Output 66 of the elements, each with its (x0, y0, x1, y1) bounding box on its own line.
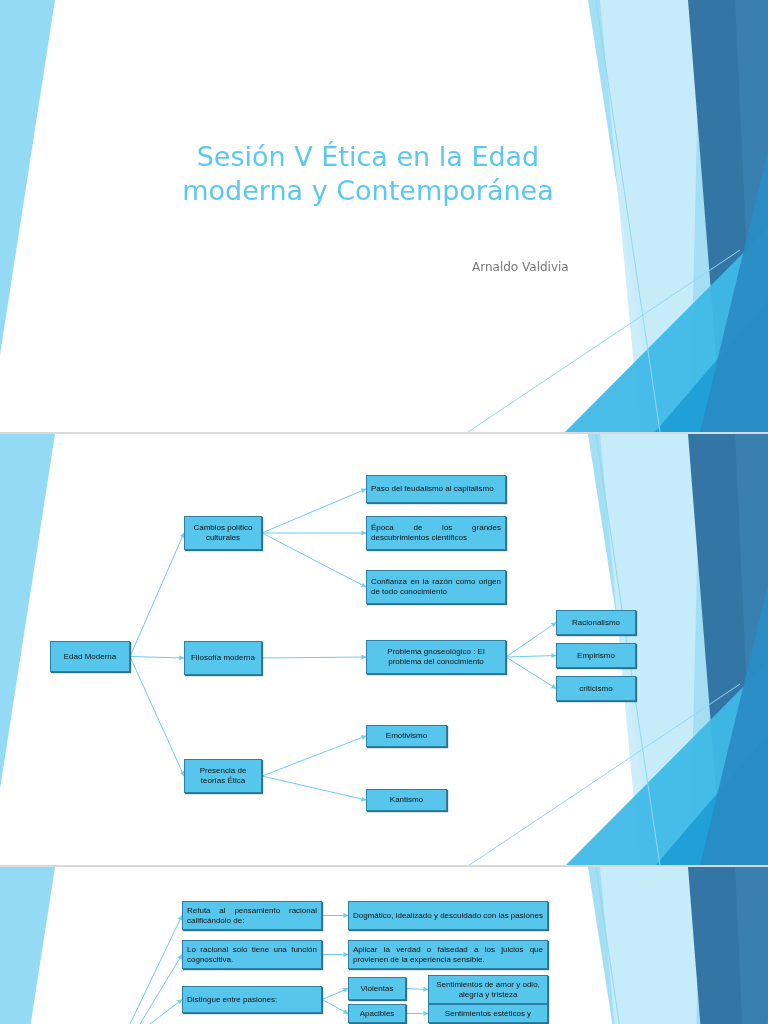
box-label: Aplicar la verdad o falsedad a los juicios que provienen de la experiencia sensible. (353, 944, 543, 965)
box-label: Paso del feudalismo al capitalismo (371, 484, 495, 494)
arrow (321, 952, 349, 957)
box-label: Emotivismo (385, 731, 428, 741)
arrow (261, 775, 367, 802)
arrow (129, 915, 183, 1024)
arrow (261, 530, 367, 536)
concept-box (182, 901, 322, 930)
box-label: Cambios político culturales (192, 523, 254, 543)
arrow (129, 532, 185, 657)
arrow (129, 656, 185, 777)
arrow (321, 913, 349, 918)
concept-box (366, 640, 506, 674)
arrow (505, 622, 557, 658)
box-label: Lo racional solo tiene una función cognoscitiva. (187, 944, 317, 965)
concept-box (556, 676, 636, 701)
arrow (261, 735, 367, 777)
arrow (405, 986, 429, 992)
concept-box (366, 516, 506, 550)
concept-box (366, 475, 506, 503)
arrow (139, 954, 183, 1024)
concept-box (348, 977, 406, 1000)
concept-box (184, 759, 262, 793)
arrow (321, 988, 349, 1000)
box-label: Racionalismo (572, 617, 620, 628)
concept-box (366, 725, 447, 747)
box-label: criticismo (579, 683, 613, 694)
box-label: Confianza en la razón como origen de todo conocimiento (371, 577, 501, 597)
box-label: Edad Moderna (63, 651, 117, 662)
concept-box (428, 975, 548, 1004)
concept-box (366, 789, 447, 811)
concept-box (556, 610, 636, 635)
concept-box (182, 986, 322, 1013)
box-label: Refuta al pensamiento racional calificándolo de: (187, 905, 317, 926)
arrow (505, 656, 557, 689)
arrow (321, 999, 349, 1014)
box-label: Filosofía moderna (191, 653, 255, 663)
arrow (261, 488, 367, 534)
box-label: Empirismo (577, 650, 615, 661)
box-label: Apacibles (359, 1008, 395, 1019)
arrow (129, 655, 185, 661)
box-label: Sentimientos estéticos y (444, 1008, 532, 1019)
concept-box (348, 940, 548, 969)
arrow (261, 532, 367, 588)
box-label: Kantismo (389, 795, 424, 805)
concept-box (428, 1004, 548, 1023)
concept-box (182, 940, 322, 969)
box-label: Sentimientos de amor y odio, alegría y tristeza (435, 979, 541, 1000)
box-label: Dogmático, idealizado y descuidado con las pasiones (353, 910, 543, 921)
concept-box (50, 641, 130, 672)
concept-box (556, 643, 636, 668)
box-label: Violentas (360, 983, 394, 994)
box-label: Presencia de teorías Ética (198, 766, 248, 786)
box-label: Época de los grandes descubrimientos científicos (371, 523, 501, 543)
concept-box (184, 641, 262, 675)
arrow (505, 653, 557, 659)
author-name: Arnaldo Valdivia (472, 260, 569, 274)
arrow (405, 1011, 429, 1016)
concept-box (184, 516, 262, 550)
arrow (149, 999, 183, 1024)
arrow (261, 654, 367, 660)
concept-box (366, 570, 506, 604)
box-label: Problema gnoseológico : El problema del conocimiento (386, 647, 486, 667)
concept-box (348, 1004, 406, 1023)
box-label: Distingue entre pasiones: (187, 994, 279, 1005)
concept-box (348, 901, 548, 930)
